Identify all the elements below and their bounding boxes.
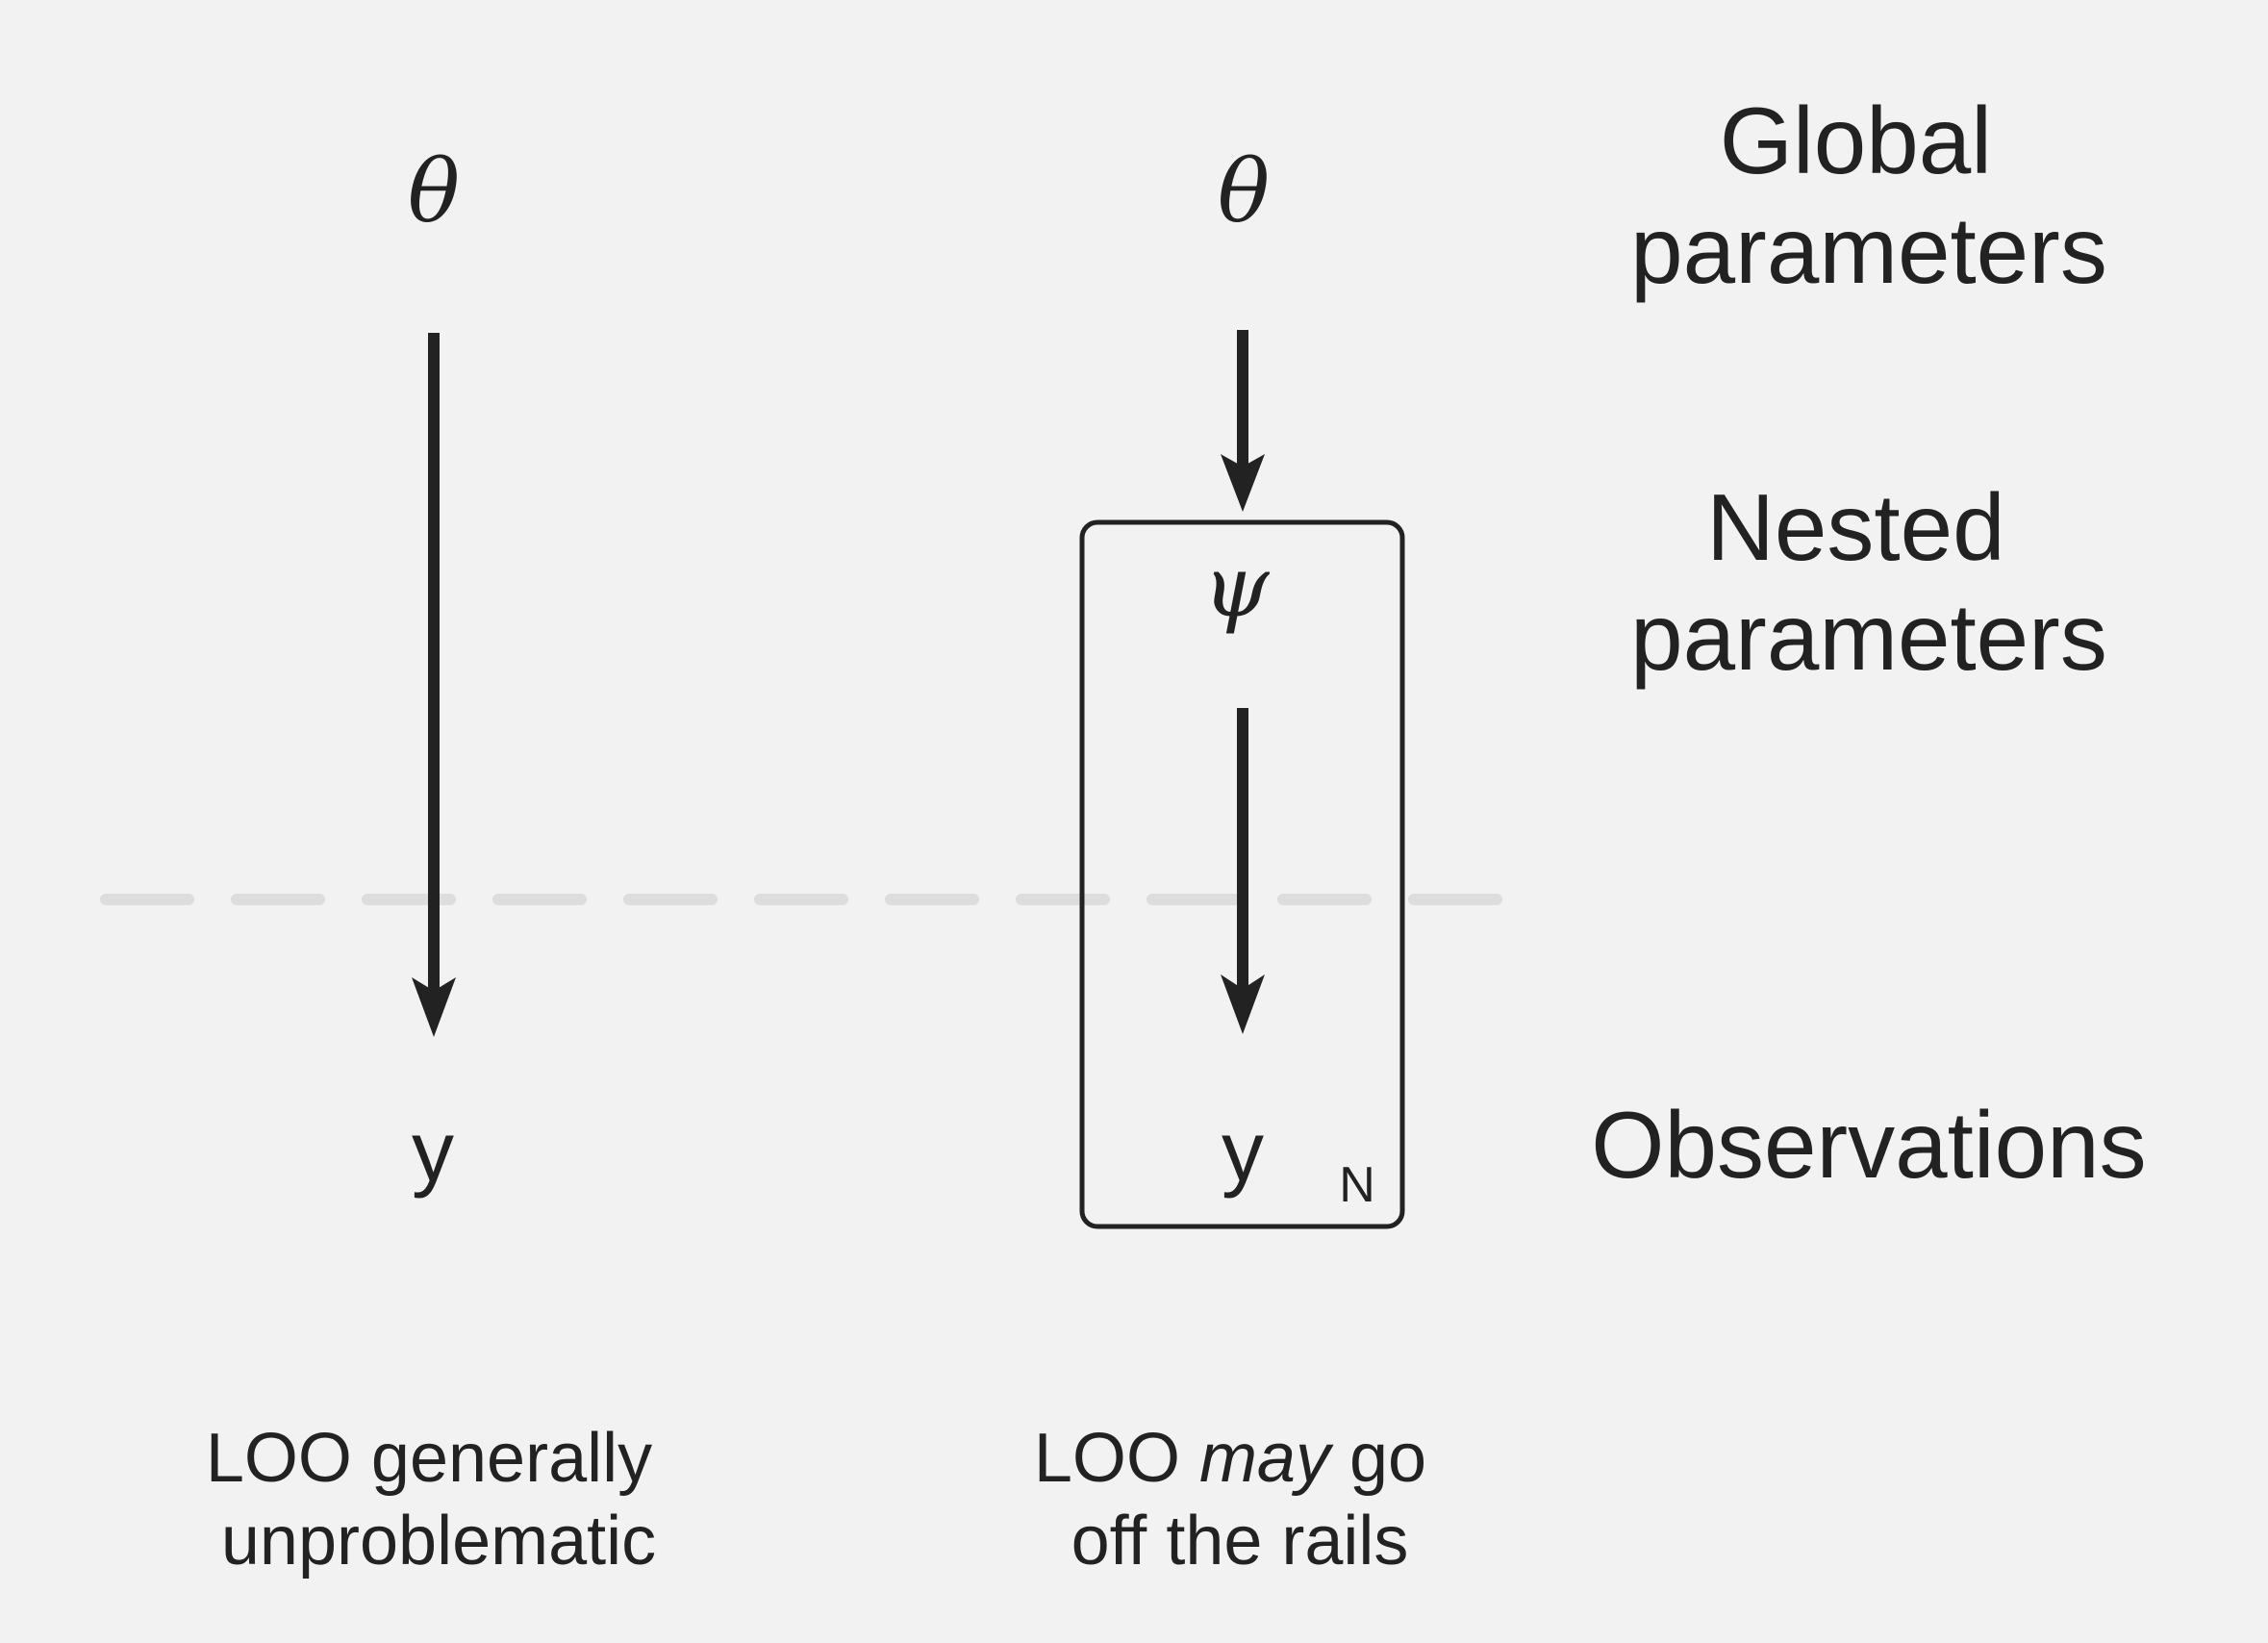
left-model: θ y LOO generally unproblematic [206, 141, 671, 1580]
nested-parameters-line2: parameters [1630, 584, 2107, 690]
right-theta-symbol: θ [1218, 141, 1270, 242]
right-caption: LOO may go off the rails [1034, 1420, 1446, 1580]
global-parameters-line2: parameters [1630, 197, 2107, 303]
right-caption-line1-pre: LOO [1034, 1420, 1199, 1497]
nested-parameters-line1: Nested [1706, 474, 2005, 580]
global-parameters-line1: Global [1720, 88, 1992, 193]
left-observation-y: y [412, 1103, 454, 1199]
right-caption-line1: LOO may go [1034, 1420, 1426, 1497]
right-upper-arrow [1221, 330, 1265, 512]
plate-box [1079, 519, 1405, 1229]
left-caption-line1: LOO generally [206, 1420, 652, 1497]
right-lower-arrow [1221, 708, 1265, 1034]
right-observation-y: y [1222, 1103, 1264, 1199]
right-caption-line1-em: may [1199, 1420, 1334, 1497]
left-caption-line2: unproblematic [221, 1503, 656, 1580]
right-model: θ ψ y N LOO may go off the rails [1034, 141, 1446, 1580]
plate-label-n: N [1339, 1157, 1375, 1213]
level-labels: Global parameters Nested parameters Obse… [1591, 88, 2146, 1198]
left-theta-symbol: θ [408, 141, 460, 242]
right-psi-symbol: ψ [1202, 537, 1270, 636]
observations-label: Observations [1591, 1092, 2146, 1198]
left-arrow [412, 333, 456, 1037]
global-parameters-label: Global parameters [1630, 88, 2107, 303]
left-caption: LOO generally unproblematic [206, 1420, 671, 1580]
nested-parameters-label: Nested parameters [1630, 474, 2107, 690]
right-caption-line2: off the rails [1071, 1503, 1409, 1580]
right-caption-line1-post: go [1330, 1420, 1426, 1497]
